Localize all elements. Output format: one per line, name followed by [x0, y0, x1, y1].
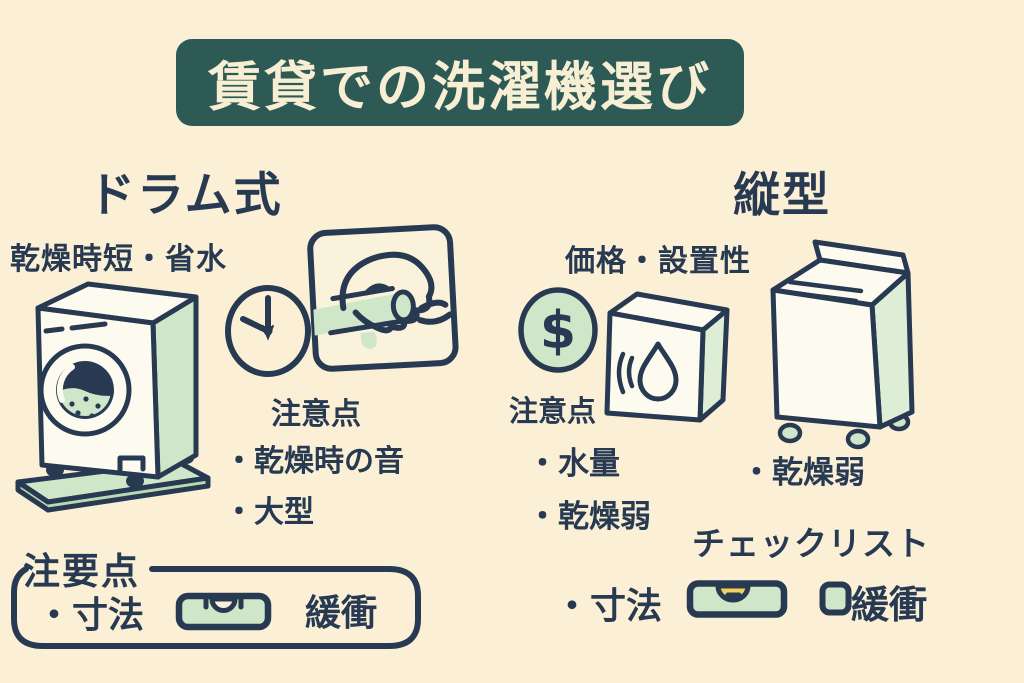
bubble-level-icon — [175, 592, 272, 632]
checklist-item-cushioning: 緩衝 — [851, 583, 928, 627]
clock-icon — [222, 282, 314, 380]
vertical-caution-item-1: ・水量 — [527, 446, 620, 482]
key-points-box — [6, 540, 428, 654]
title-banner: 賃貸での洗濯機選び — [176, 39, 744, 126]
vertical-section-heading: 縦型 — [733, 168, 831, 223]
vertical-caution-title: 注意点 — [509, 394, 597, 428]
vertical-washer-caution: ・乾燥弱 — [741, 455, 865, 491]
vertical-caution-item-2: ・乾燥弱 — [527, 499, 651, 535]
vertical-benefit-label: 価格・設置性 — [565, 244, 751, 279]
checklist-item-dimensions: ・寸法 — [554, 586, 663, 627]
drum-caution-item-2: ・大型 — [224, 495, 314, 530]
drum-benefit-label: 乾燥時短・省水 — [10, 242, 227, 277]
key-points-item-dimensions: ・寸法 — [36, 595, 145, 636]
dollar-glyph: $ — [540, 301, 576, 361]
front-load-washer-icon — [12, 272, 218, 514]
bubble-level-yellow-icon — [686, 580, 788, 618]
drum-section-heading: ドラム式 — [88, 168, 283, 223]
drum-caution-title: 注意点 — [271, 397, 361, 432]
hand-adjusting-icon — [303, 222, 463, 378]
page-title: 賃貸での洗濯機選び — [208, 56, 712, 118]
water-box-icon — [596, 286, 736, 428]
checkbox-icon — [818, 580, 854, 618]
top-load-washer-icon — [765, 235, 920, 450]
key-points-heading: 注要点 — [23, 550, 140, 593]
drum-caution-item-1: ・乾燥時の音 — [224, 444, 404, 479]
key-points-item-cushioning: 緩衝 — [305, 593, 378, 634]
checklist-heading: チェックリスト — [692, 524, 930, 563]
dollar-coin-icon: $ — [515, 286, 601, 374]
